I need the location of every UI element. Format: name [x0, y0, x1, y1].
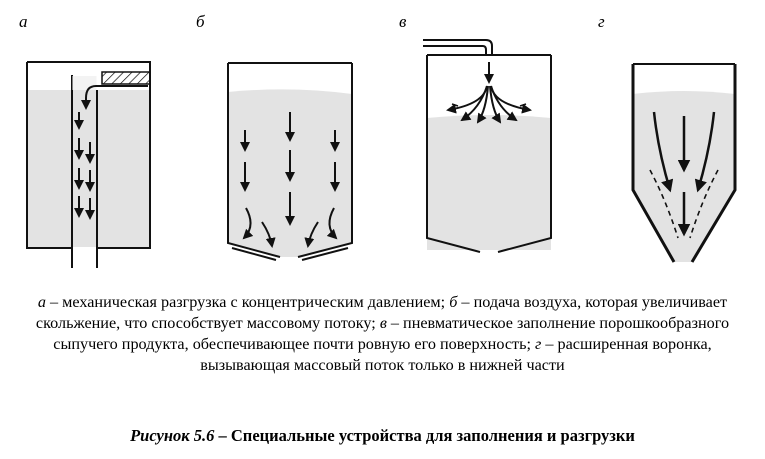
arrow-b-curved [242, 207, 254, 240]
figure-caption: а – механическая разгрузка с концентриче… [14, 292, 751, 376]
arrow-g [694, 111, 716, 193]
caption-desc-b: подача воздуха, которая увеличивает скол… [35, 293, 728, 332]
hatched-mechanism [101, 71, 151, 85]
caption-desc-g: расширенная воронка, вызывающая массовый… [200, 335, 712, 374]
silo-v-left-wall [426, 55, 481, 253]
panel-letter-v: в [399, 12, 407, 31]
figure-title-text: Специальные устройства для заполнения и … [230, 426, 635, 445]
figure-number: Рисунок 5.6 [130, 426, 215, 445]
silo-g-right-wall [690, 64, 737, 263]
air-inlet-left [231, 247, 277, 261]
caption-desc-a: механическая разгрузка с концентрическим… [62, 293, 446, 311]
caption-letter-v: в [379, 314, 387, 332]
arrow-g [652, 111, 674, 193]
caption-sep: – [50, 293, 59, 311]
powder-g [633, 91, 735, 262]
figure-title: Рисунок 5.6 – Специальные устройства для… [0, 426, 765, 446]
arrow-b-curved [326, 207, 338, 240]
feed-pipe [423, 39, 493, 55]
arrow-b-curved [304, 221, 319, 248]
panel-letter-g: г [598, 12, 605, 31]
powder-v [427, 118, 551, 250]
air-inlet-right [301, 247, 349, 261]
panel-letter-a: а [19, 12, 28, 31]
silo-b [227, 62, 353, 261]
arrow-v-spread [460, 85, 488, 122]
caption-letter-g: г [535, 335, 542, 353]
caption-sep: – [545, 335, 554, 353]
arrow-v-spread [489, 85, 502, 124]
panel-letter-b: б [196, 12, 205, 31]
silo-b-right-wall [297, 63, 353, 258]
silo-diagrams [26, 39, 737, 268]
caption-sep: – [390, 314, 399, 332]
silo-a [26, 61, 151, 268]
caption-sep: – [461, 293, 470, 311]
arrow-a-curved [81, 85, 148, 110]
arrow-v-spread [490, 85, 532, 114]
silo-g-left-wall [631, 64, 676, 263]
figure-dash: – [218, 426, 227, 445]
caption-letter-a: а [37, 293, 46, 311]
silo-b-left-wall [227, 63, 281, 258]
arrow-v-spread [490, 85, 518, 122]
central-pipe-top [72, 76, 97, 90]
silo-v [423, 39, 552, 253]
silo-a-right-wall [27, 61, 151, 249]
caption-desc-v: пневматическое заполнение порошкообразно… [53, 314, 730, 353]
funnel-dashed-left [649, 169, 679, 239]
funnel-dashed-right [689, 169, 719, 239]
silo-a-left-wall [26, 62, 72, 249]
caption-letter-b: б [449, 293, 458, 311]
silo-g [631, 63, 737, 263]
powder-a [27, 90, 150, 247]
silo-v-right-wall [497, 55, 552, 253]
arrow-b-curved [261, 221, 276, 248]
arrow-v-spread [476, 85, 489, 124]
